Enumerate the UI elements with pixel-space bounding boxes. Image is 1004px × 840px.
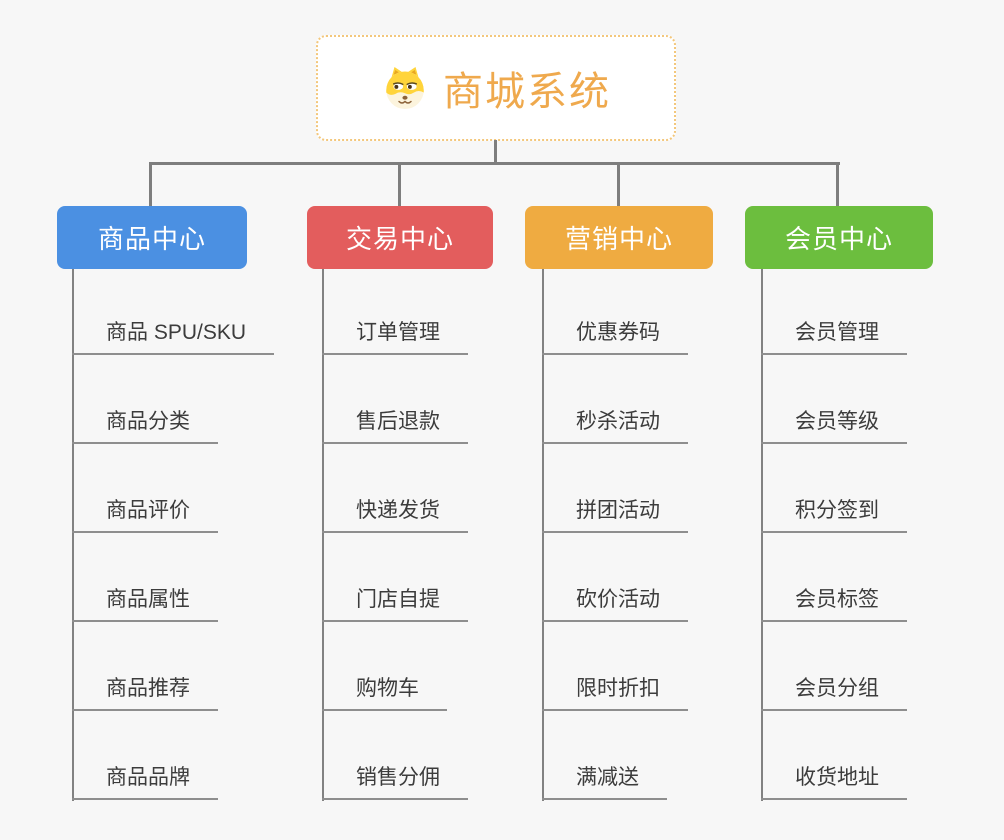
branch-node-member[interactable]: 会员中心 [745,206,933,269]
leaf-node[interactable]: 会员等级 [761,411,907,444]
leaf-node[interactable]: 商品评价 [72,500,218,533]
leaf-node[interactable]: 优惠券码 [542,322,688,355]
leaf-node[interactable]: 会员标签 [761,589,907,622]
leaf-node[interactable]: 商品 SPU/SKU [72,322,275,355]
connector-drop-marketing [617,162,620,208]
leaf-node[interactable]: 满减送 [542,767,667,800]
connector-root-drop [494,140,497,165]
connector-drop-member [836,162,839,208]
leaf-node[interactable]: 商品品牌 [72,767,218,800]
leaf-node[interactable]: 收货地址 [761,767,907,800]
leaf-node[interactable]: 砍价活动 [542,589,688,622]
leaf-node[interactable]: 商品分类 [72,411,218,444]
leaf-node[interactable]: 会员分组 [761,678,907,711]
leaf-node[interactable]: 积分签到 [761,500,907,533]
doge-icon [386,67,424,109]
connector-drop-product [149,162,152,208]
trunk-product [72,269,74,801]
root-node[interactable]: 商城系统 [316,35,676,141]
trunk-member [761,269,763,801]
leaf-node[interactable]: 秒杀活动 [542,411,688,444]
branch-node-trade[interactable]: 交易中心 [307,206,493,269]
leaf-node[interactable]: 限时折扣 [542,678,688,711]
branch-label: 交易中心 [345,224,454,254]
leaf-node[interactable]: 订单管理 [322,322,468,355]
connector-drop-trade [398,162,401,208]
connector-bus [150,162,840,165]
leaf-node[interactable]: 快递发货 [322,500,468,533]
leaf-node[interactable]: 商品推荐 [72,678,218,711]
leaf-node[interactable]: 售后退款 [322,411,468,444]
leaf-node[interactable]: 拼团活动 [542,500,688,533]
branch-label: 营销中心 [564,224,673,254]
root-label: 商城系统 [443,70,611,114]
branch-node-marketing[interactable]: 营销中心 [525,206,713,269]
trunk-marketing [542,269,544,801]
leaf-node[interactable]: 销售分佣 [322,767,468,800]
branch-label: 会员中心 [784,224,893,254]
leaf-node[interactable]: 会员管理 [761,322,907,355]
branch-node-product[interactable]: 商品中心 [57,206,247,269]
trunk-trade [322,269,324,801]
branch-label: 商品中心 [97,224,206,254]
leaf-node[interactable]: 门店自提 [322,589,468,622]
leaf-node[interactable]: 购物车 [322,678,447,711]
leaf-node[interactable]: 商品属性 [72,589,218,622]
